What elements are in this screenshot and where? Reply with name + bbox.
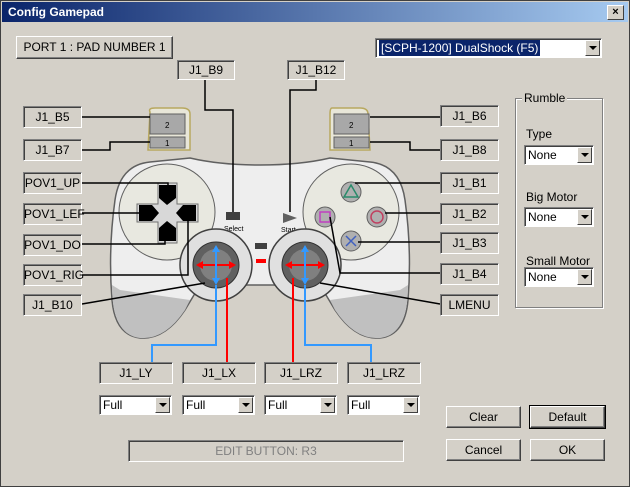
rumble-title: Rumble [522, 91, 568, 105]
chevron-down-icon[interactable] [585, 40, 600, 56]
r2-button [333, 113, 370, 135]
cross-icon [345, 235, 357, 247]
chevron-down-icon[interactable] [238, 397, 253, 413]
right-x-axis-mode-value: Full [268, 398, 288, 412]
rumble-type-select[interactable]: None [524, 145, 594, 165]
right-x-axis-mode-select[interactable]: Full [264, 395, 337, 415]
chevron-down-icon[interactable] [577, 147, 592, 163]
rumble-type-label: Type [526, 127, 553, 141]
r2-mapping-field[interactable]: J1_B8 [440, 139, 499, 161]
circle-icon [370, 210, 384, 224]
small-motor-select[interactable]: None [524, 267, 594, 287]
l1-mapping-field[interactable]: J1_B5 [23, 106, 82, 128]
dpad-left-mapping-field[interactable]: POV1_LEF [23, 203, 85, 225]
analog-button [255, 243, 267, 249]
triangle-icon [342, 183, 360, 198]
clear-button[interactable]: Clear [446, 406, 521, 428]
window-title: Config Gamepad [8, 5, 105, 19]
chevron-down-icon[interactable] [577, 209, 592, 225]
close-icon: × [612, 6, 619, 18]
right-y-axis-mode-value: Full [351, 398, 371, 412]
circle-button [366, 206, 388, 228]
right-y-axis-mode-select[interactable]: Full [347, 395, 420, 415]
start-mapping-field[interactable]: J1_B12 [287, 60, 345, 80]
close-button[interactable]: × [607, 5, 624, 20]
cancel-button[interactable]: Cancel [446, 439, 521, 461]
start-button [283, 213, 297, 223]
dpad-left-icon [139, 205, 159, 221]
l2-mapping-field[interactable]: J1_B7 [23, 139, 82, 161]
port-label: PORT 1 : PAD NUMBER 1 [16, 36, 173, 59]
edit-status: EDIT BUTTON: R3 [128, 440, 404, 462]
select-button [226, 212, 240, 220]
rumble-type-value: None [528, 148, 557, 162]
connector-lines [80, 78, 441, 305]
dpad-down-mapping-field[interactable]: POV1_DO [23, 234, 82, 256]
ok-button[interactable]: OK [530, 439, 605, 461]
rumble-group: Rumble [515, 91, 603, 308]
cross-mapping-field[interactable]: J1_B3 [440, 232, 499, 254]
dpad-up-mapping-field[interactable]: POV1_UP [23, 172, 82, 194]
chevron-down-icon[interactable] [155, 397, 170, 413]
face-buttons [314, 181, 388, 252]
right-y-axis-field[interactable]: J1_LRZ [347, 362, 421, 384]
left-y-axis-mode-select[interactable]: Full [99, 395, 172, 415]
dpad [136, 182, 199, 244]
big-motor-value: None [528, 210, 557, 224]
chevron-down-icon[interactable] [320, 397, 335, 413]
l1-button [149, 136, 186, 149]
right-stick-axis-arrows [285, 245, 325, 285]
shoulder-buttons [147, 107, 371, 151]
r1-button [333, 136, 370, 149]
chevron-down-icon[interactable] [577, 269, 592, 285]
start-label: Start [281, 227, 296, 234]
dpad-right-icon [176, 205, 196, 221]
analog-led [256, 259, 266, 263]
device-select-value: [SCPH-1200] DualShock (F5) [379, 40, 541, 56]
select-mapping-field[interactable]: J1_B9 [177, 60, 235, 80]
r1-mapping-field[interactable]: J1_B6 [440, 105, 499, 127]
dpad-right-mapping-field[interactable]: POV1_RIG [23, 264, 84, 286]
left-x-axis-mode-select[interactable]: Full [182, 395, 255, 415]
left-y-axis-field[interactable]: J1_LY [99, 362, 173, 384]
big-motor-select[interactable]: None [524, 207, 594, 227]
left-stick-axis-arrows [196, 245, 236, 285]
left-x-axis-field[interactable]: J1_LX [182, 362, 256, 384]
title-bar: Config Gamepad × [2, 2, 628, 22]
select-label: Select [224, 226, 244, 233]
l2-button [149, 113, 186, 135]
axis-connector-lines [151, 278, 372, 365]
square-mapping-field[interactable]: J1_B4 [440, 263, 499, 285]
l3-mapping-field[interactable]: J1_B10 [23, 294, 82, 316]
left-y-axis-mode-value: Full [103, 398, 123, 412]
chevron-down-icon[interactable] [403, 397, 418, 413]
circle-mapping-field[interactable]: J1_B2 [440, 203, 499, 225]
device-select[interactable]: [SCPH-1200] DualShock (F5) [375, 38, 602, 58]
dpad-down-icon [159, 221, 176, 241]
small-motor-value: None [528, 270, 557, 284]
r3-mapping-field[interactable]: LMENU [440, 294, 499, 316]
big-motor-label: Big Motor [526, 190, 578, 204]
triangle-mapping-field[interactable]: J1_B1 [440, 172, 499, 194]
right-x-axis-field[interactable]: J1_LRZ [264, 362, 338, 384]
small-motor-label: Small Motor [526, 254, 591, 268]
left-x-axis-mode-value: Full [186, 398, 206, 412]
default-button[interactable]: Default [529, 405, 606, 429]
